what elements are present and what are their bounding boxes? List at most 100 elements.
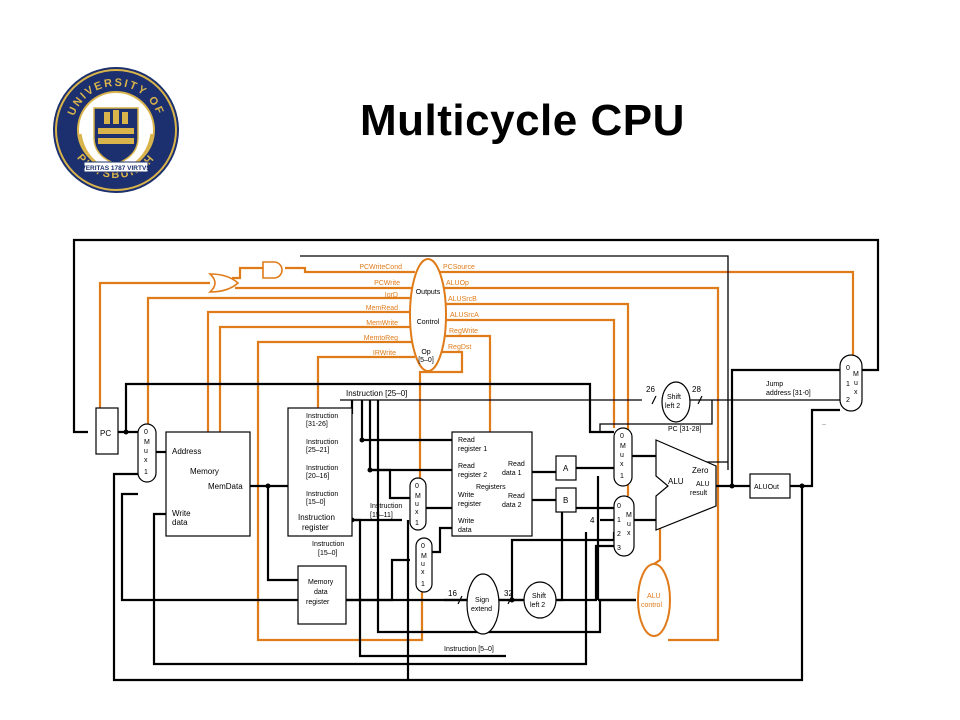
control-wires [98,266,855,642]
instr-15-11-label-a: Instruction [370,503,402,510]
register-b [555,487,577,513]
mux-pcsource-x: x [854,389,858,396]
mux-memtoreg-in0: 0 [421,543,425,550]
alu-control [637,563,671,637]
shift-left-bottom-label-1: Shift [532,593,546,600]
mux-iord-in0: 0 [144,429,148,436]
sign-extend-label-1: Sign [475,597,489,604]
bits-26: 26 [646,385,655,394]
mux-pcsource [839,354,863,412]
mux-regdst [409,477,427,531]
mux-memtoreg-x: x [421,569,425,576]
and-gate [262,261,283,279]
memory-write-label: Write [172,509,191,518]
mux-alusrca-m: M [620,443,626,450]
memory-label: Memory [190,467,219,476]
reg-read2-a: Read [458,463,475,470]
pc-31-28-label: PC [31-28] [668,426,702,433]
mux-alusrcb-in1: 1 [617,517,621,524]
control-unit [409,258,447,372]
pcwritecond-label: PCWriteCond [359,264,402,271]
ir-field1-b: [31-26] [306,421,328,428]
control-label: Control [417,319,440,326]
pcwrite-label: PCWrite [374,280,400,287]
mux-alusrca [613,427,633,487]
memory-data-label: data [172,518,188,527]
alu-zero-label: Zero [692,466,709,475]
alu-control-label-2: control [641,602,662,609]
mux-alusrcb-x: x [627,530,631,537]
control-op-label: Op [421,349,430,356]
or-gate [207,273,240,293]
ir-field1-a: Instruction [306,413,338,420]
memwrite-label: MemWrite [366,320,398,327]
ir-field2-a: Instruction [306,439,338,446]
jump-label-a: Jump [766,381,783,388]
mux-regdst-m: M [415,493,421,500]
shift-left-top-label-2: left 2 [665,403,680,410]
reg-write-data-b: data [458,527,472,534]
mux-iord [137,423,157,483]
mux-alusrca-in0: 0 [620,433,624,440]
register-file [451,431,533,537]
pcsource-label: PCSource [443,264,475,271]
pc-register [95,407,119,455]
mux-memtoreg-u: u [421,561,425,568]
regdst-label: RegDst [448,344,471,351]
bits-28: 28 [692,385,701,394]
ir-field2-b: [25–21] [306,447,329,454]
reg-readdata2-b: data 2 [502,502,522,509]
memory-data-register [297,565,347,625]
control-outputs-label: Outputs [416,289,441,296]
shift-left-2-top [661,381,691,423]
reg-write-data-a: Write [458,518,474,525]
iord-label: IorD [385,292,398,299]
aluop-label: ALUOp [446,280,469,287]
mux-iord-m: M [144,439,150,446]
reg-read2-b: register 2 [458,472,487,479]
reg-read1-b: register 1 [458,446,487,453]
mux-alusrcb [613,495,635,557]
mux-alusrca-x: x [620,461,624,468]
shift-left-bottom-label-2: left 2 [530,602,545,609]
irwrite-label: IRWrite [373,350,396,357]
svg-text:VERITAS 1787 VIRTVS: VERITAS 1787 VIRTVS [81,165,151,172]
bus-width-marks [457,395,703,605]
ir-field3-a: Instruction [306,465,338,472]
ir-name-b: register [302,523,329,532]
alusrcb-label: ALUSrcB [448,296,477,303]
mux-regdst-in0: 0 [415,483,419,490]
mdr-label-2: data [314,589,328,596]
bits-32: 32 [504,589,513,598]
register-b-label: B [563,496,568,505]
memtoreg-label: MemtoReg [364,335,398,342]
instr-25-0-label: Instruction [25–0] [346,389,407,398]
mux-iord-u: u [144,448,148,455]
alu [655,439,717,531]
instr-15-0-label-a: Instruction [312,541,344,548]
register-a [555,455,577,481]
memory-address-label: Address [172,447,201,456]
mux-alusrcb-in3: 3 [617,545,621,552]
ir-field4-a: Instruction [306,491,338,498]
memory-memdata-label: MemData [208,482,243,491]
alu-label: ALU [668,477,684,486]
alu-result-a: ALU [696,481,710,488]
mux-pcsource-in0: 0 [846,365,850,372]
shift-left-2-bottom [523,581,557,619]
mux-alusrcb-in0: 0 [617,503,621,510]
instr-15-11-label-b: [15–11] [370,512,393,519]
mux-regdst-u: u [415,501,419,508]
instr-15-0-label-b: [15–0] [318,550,338,557]
alu-control-label-1: ALU [647,593,661,600]
pc-label: PC [100,429,111,438]
alu-result-b: result [690,490,707,497]
bits-16: 16 [448,589,457,598]
reg-read1-a: Read [458,437,475,444]
mux-alusrca-in1: 1 [620,473,624,480]
sign-extend-label-2: extend [471,606,492,613]
mux-pcsource-u: u [854,380,858,387]
mux-regdst-in1: 1 [415,520,419,527]
dots-label: .. [822,420,826,427]
